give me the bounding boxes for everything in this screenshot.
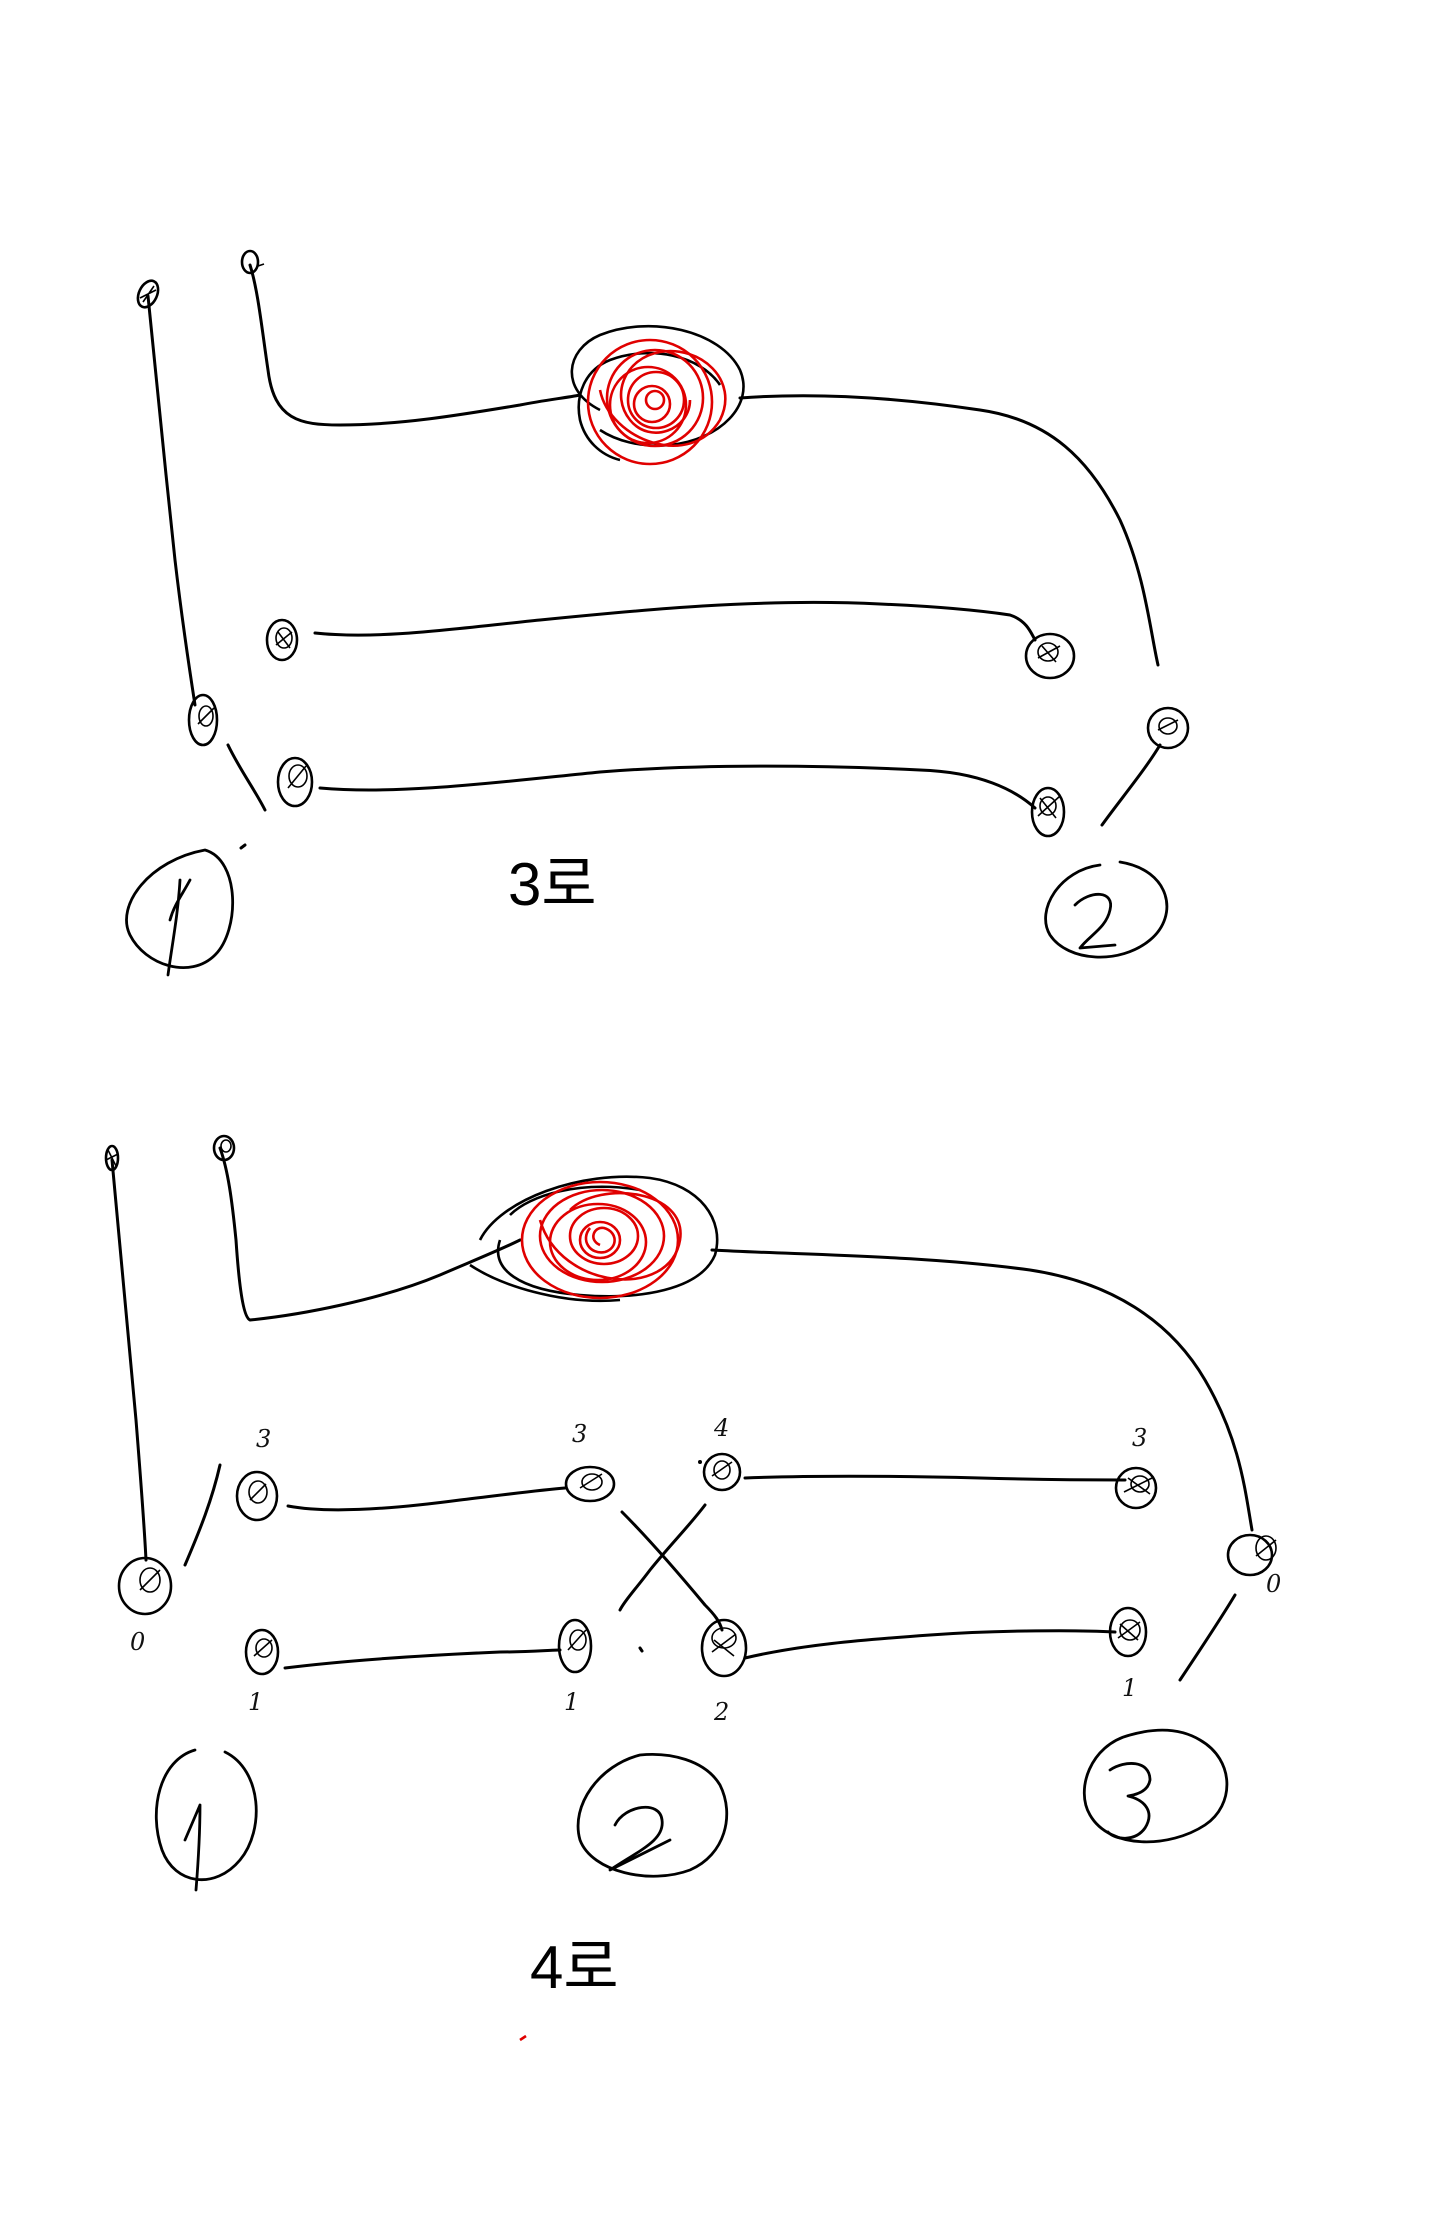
switch1-stub	[239, 843, 247, 850]
terminal-supply-right-4	[212, 1134, 236, 1162]
diagram-title-3ro: 3로	[508, 851, 597, 918]
label-sw2-top-right: 4	[713, 1414, 729, 1442]
supply-wire-left-4	[110, 1158, 148, 1562]
terminal-sw2-bottom-right	[700, 1618, 748, 1678]
label-sw3-common: 0	[1266, 1570, 1281, 1598]
traveler-wire-bottom	[318, 764, 1037, 810]
terminal-sw3-common	[1226, 1533, 1277, 1577]
terminal-sw3-top	[1114, 1466, 1158, 1510]
diagram-title-4ro: 4로	[530, 1934, 619, 2001]
stub-dot-a	[638, 1646, 644, 1653]
switch-2-symbol	[1044, 860, 1169, 959]
traveler-lower-left	[283, 1648, 562, 1670]
label-sw3-top: 3	[1132, 1424, 1147, 1452]
terminal-switch1-common-4	[117, 1556, 173, 1616]
terminal-sw2-bottom-left	[557, 1618, 593, 1674]
terminal-switch1-top	[265, 618, 299, 662]
switch-1-symbol	[125, 848, 234, 977]
label-sw1-common: 0	[130, 1628, 145, 1656]
switch2-common-wire	[1100, 743, 1162, 827]
switch-3-symbol-4	[1082, 1728, 1229, 1844]
label-sw1-bottom: 1	[248, 1688, 263, 1716]
traveler-lower-right	[743, 1629, 1117, 1660]
terminal-switch1-common	[187, 693, 219, 747]
lamp-scribble	[570, 324, 745, 466]
terminal-supply-left-4	[104, 1144, 120, 1172]
crossover-a	[620, 1510, 724, 1632]
terminal-sw1-top	[235, 1470, 279, 1522]
label-sw2-bottom-left: 1	[564, 1688, 579, 1716]
switch1-common-wire-4	[183, 1463, 222, 1567]
terminal-supply-left	[136, 279, 160, 309]
terminal-sw1-bottom	[244, 1628, 280, 1676]
label-sw1-top: 3	[256, 1425, 271, 1453]
supply-wire-to-lamp-4	[218, 1146, 522, 1322]
terminal-sw2-top-right	[698, 1452, 742, 1492]
lamp-to-switch3-wire	[710, 1248, 1254, 1532]
crossover-b	[618, 1503, 707, 1612]
supply-wire-left	[146, 294, 197, 707]
terminal-switch2-common	[1146, 706, 1190, 750]
lamp-scribble-4	[469, 1175, 719, 2042]
switch1-common-wire	[226, 743, 267, 812]
terminal-switch2-bottom	[1030, 786, 1066, 838]
label-sw3-bottom: 1	[1122, 1674, 1137, 1702]
traveler-upper-right	[743, 1474, 1127, 1482]
supply-wire-to-lamp	[248, 263, 582, 427]
terminal-switch2-top	[1024, 632, 1076, 680]
four-way-diagram: 3 1 0 3 4 1 2 3 1 0 4로	[104, 1134, 1281, 2042]
three-way-diagram: 3로	[125, 249, 1190, 977]
switch-1-symbol-4	[154, 1748, 258, 1892]
label-sw2-bottom-right: 2	[713, 1698, 729, 1726]
terminal-sw2-top-left	[564, 1465, 616, 1503]
switch-2-symbol-4	[576, 1753, 729, 1878]
terminal-supply-right	[240, 249, 265, 275]
terminal-sw3-bottom	[1108, 1606, 1148, 1658]
traveler-wire-top	[313, 600, 1037, 642]
switch3-common-wire	[1178, 1593, 1237, 1682]
terminal-switch1-bottom	[276, 756, 314, 808]
lamp-to-switch2-wire	[738, 394, 1160, 667]
traveler-upper-left	[286, 1486, 567, 1512]
label-sw2-top-left: 3	[572, 1420, 587, 1448]
